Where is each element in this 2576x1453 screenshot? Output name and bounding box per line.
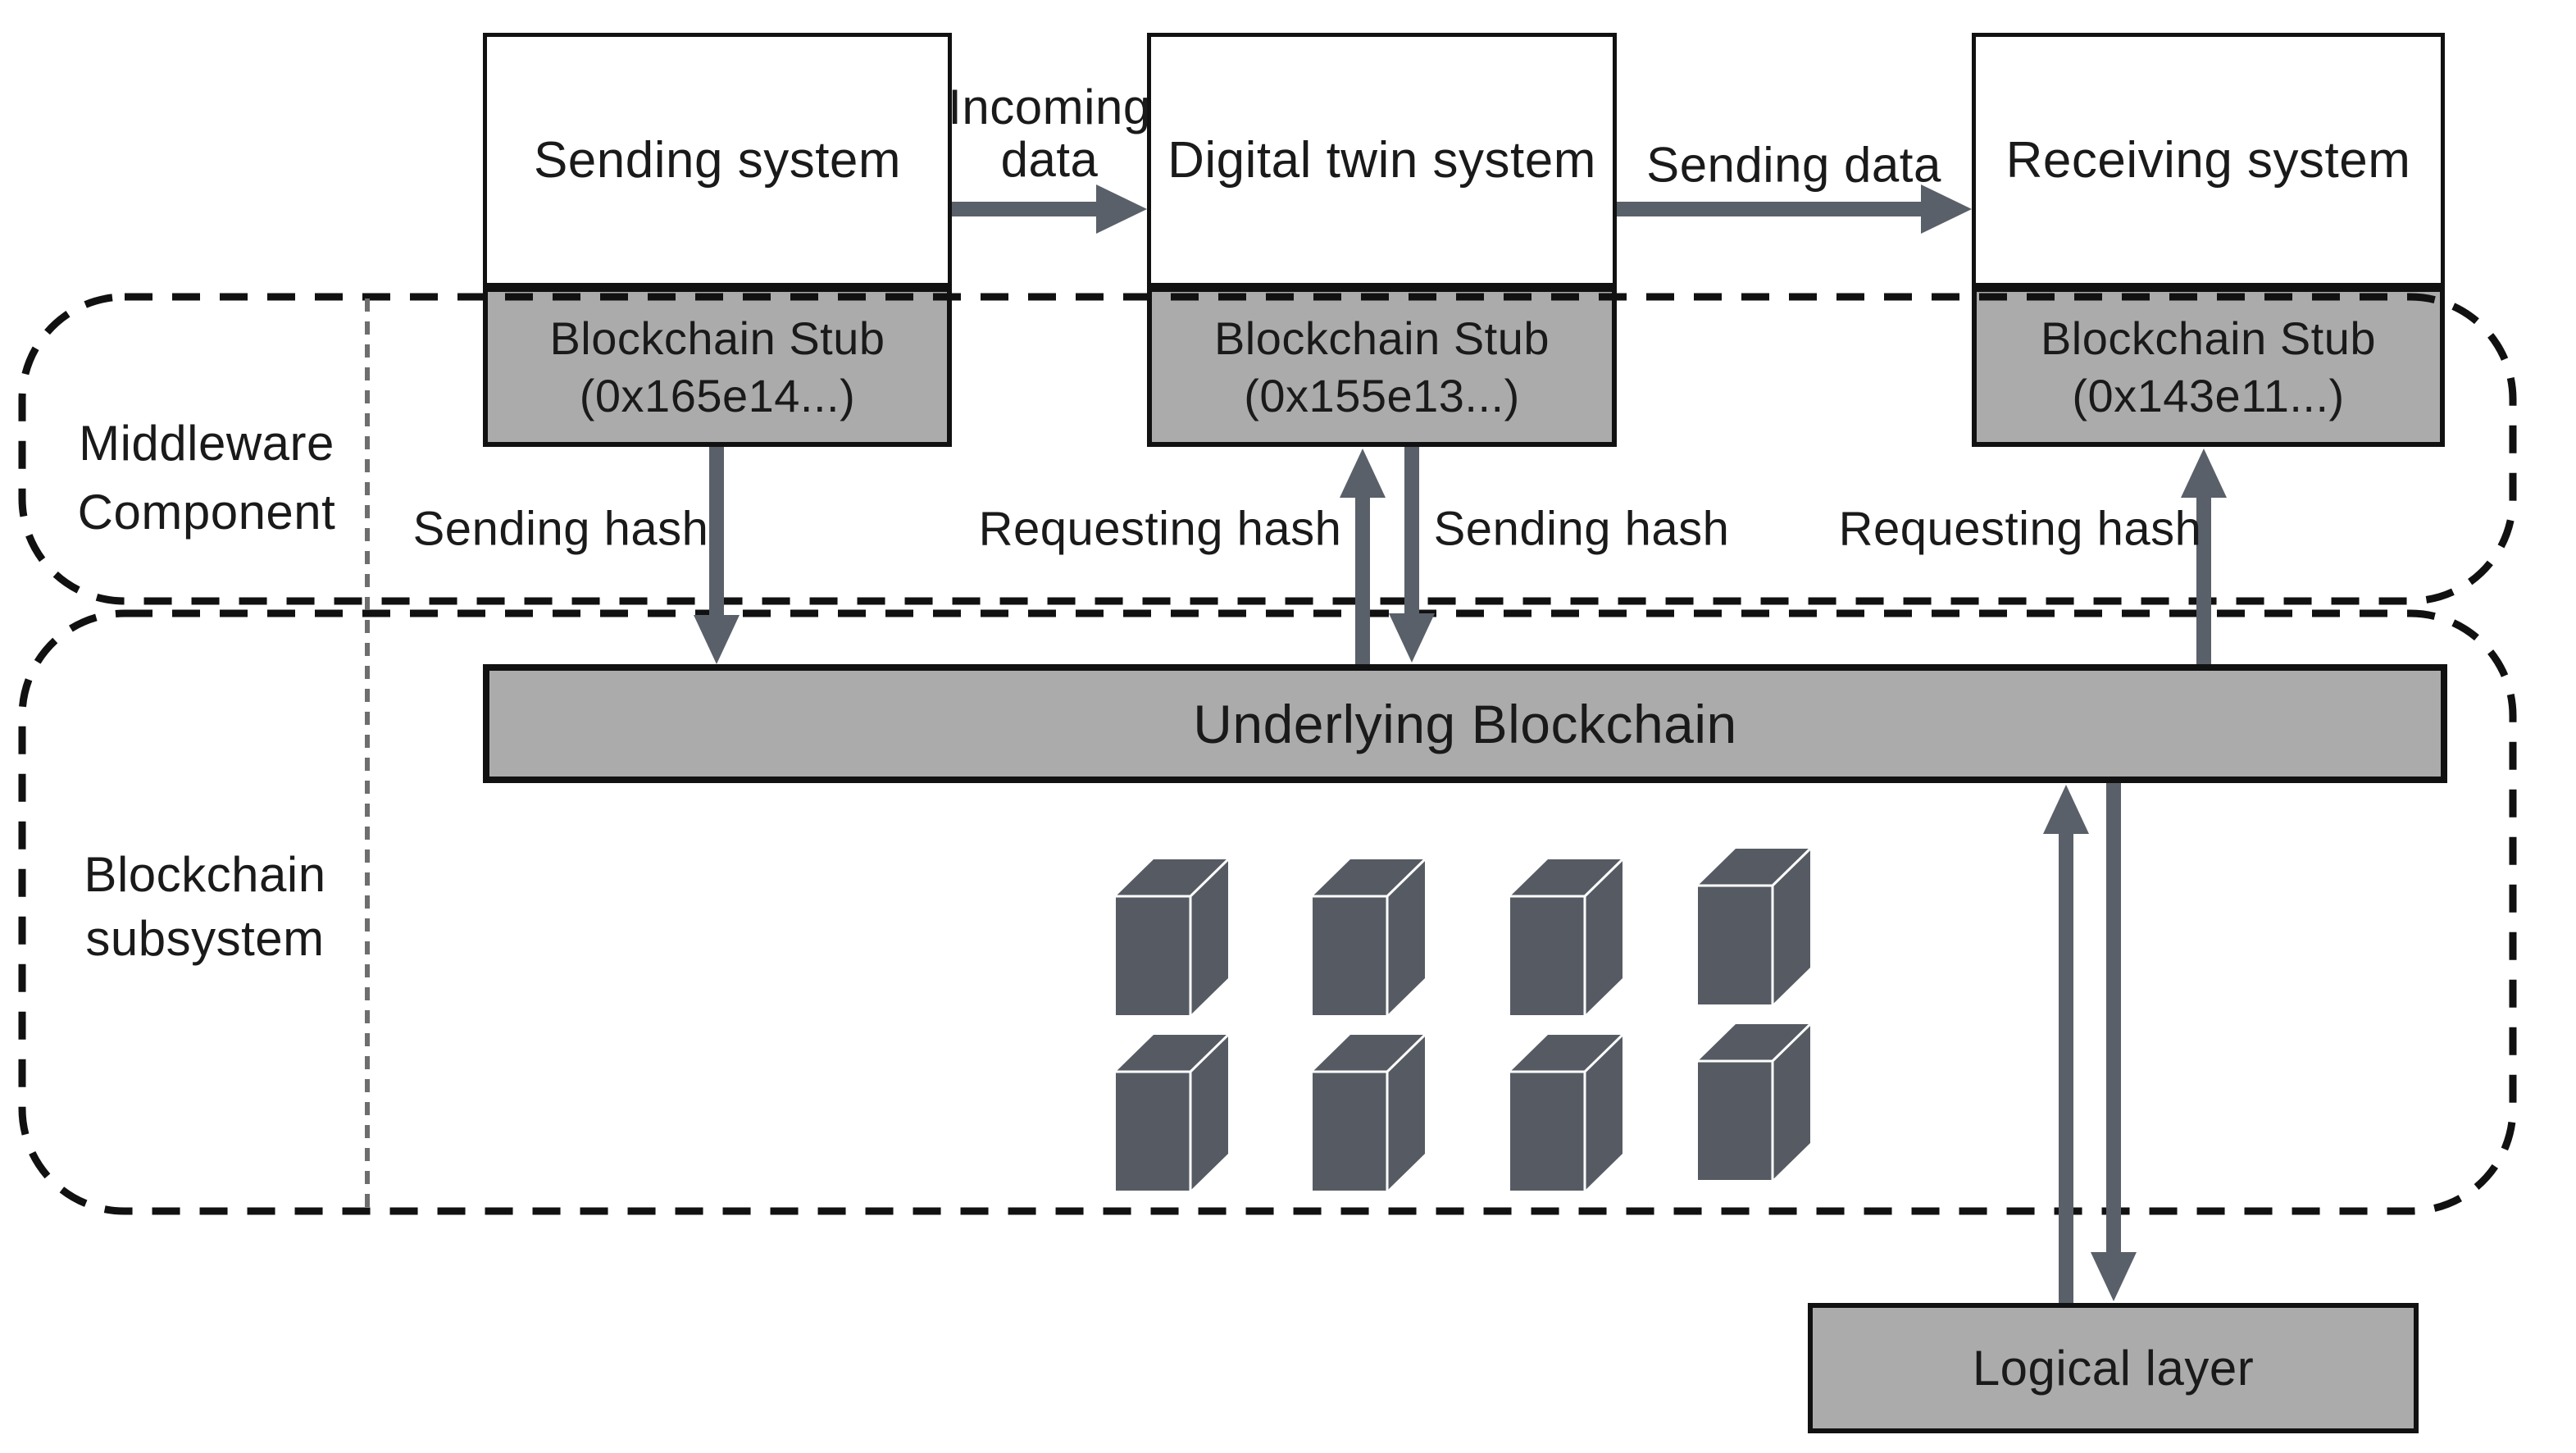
stub-address: (0x143e11...) (2072, 369, 2345, 421)
logical-layer-box: Logical layer (1808, 1303, 2419, 1433)
block-cube (1696, 1023, 1812, 1182)
requesting-hash-label-middle: Requesting hash (978, 502, 1342, 556)
requesting-hash-arrow-middle (1340, 449, 1386, 664)
block-cube (1114, 858, 1230, 1017)
logical-layer-down-arrow (2091, 783, 2137, 1301)
logical-layer-up-arrow (2043, 785, 2089, 1303)
blockchain-stub-receiving: Blockchain Stub (0x143e11...) (1972, 287, 2445, 447)
sending-hash-arrow-middle (1389, 447, 1435, 663)
stub-title: Blockchain Stub (549, 312, 885, 364)
stub-address: (0x155e13...) (1244, 369, 1520, 421)
blockchain-stub-digital-twin: Blockchain Stub (0x155e13...) (1147, 287, 1617, 447)
block-cube (1696, 847, 1812, 1006)
sending-system-box: Sending system (483, 33, 952, 287)
receiving-system-label: Receiving system (2005, 131, 2411, 189)
block-cube (1509, 1033, 1624, 1192)
block-cube (1114, 1033, 1230, 1192)
underlying-blockchain-bar: Underlying Blockchain (483, 664, 2447, 783)
sending-data-label: Sending data (1646, 137, 1941, 193)
blocks-group (1114, 847, 1812, 1192)
blockchain-stub-sending: Blockchain Stub (0x165e14...) (483, 287, 952, 447)
stub-title: Blockchain Stub (1213, 312, 1550, 364)
requesting-hash-label-right: Requesting hash (1838, 502, 2202, 556)
stub-address: (0x165e14...) (579, 369, 856, 421)
underlying-blockchain-label: Underlying Blockchain (1193, 693, 1737, 754)
incoming-data-arrow (952, 184, 1147, 234)
digital-twin-system-label: Digital twin system (1167, 131, 1596, 189)
sending-hash-label-middle: Sending hash (1433, 502, 1730, 556)
requesting-hash-arrow-right (2181, 449, 2227, 664)
block-cube (1311, 858, 1427, 1017)
blockchain-subsystem-label: Blockchain subsystem (84, 847, 326, 966)
sending-system-label: Sending system (533, 131, 902, 189)
receiving-system-box: Receiving system (1972, 33, 2445, 287)
digital-twin-system-box: Digital twin system (1147, 33, 1617, 287)
middleware-component-label: Middleware Component (77, 416, 336, 540)
logical-layer-label: Logical layer (1972, 1341, 2255, 1396)
sending-hash-label-left: Sending hash (412, 502, 709, 556)
incoming-data-label: Incoming data (948, 80, 1151, 187)
block-cube (1311, 1033, 1427, 1192)
block-cube (1509, 858, 1624, 1017)
stub-title: Blockchain Stub (2040, 312, 2377, 364)
